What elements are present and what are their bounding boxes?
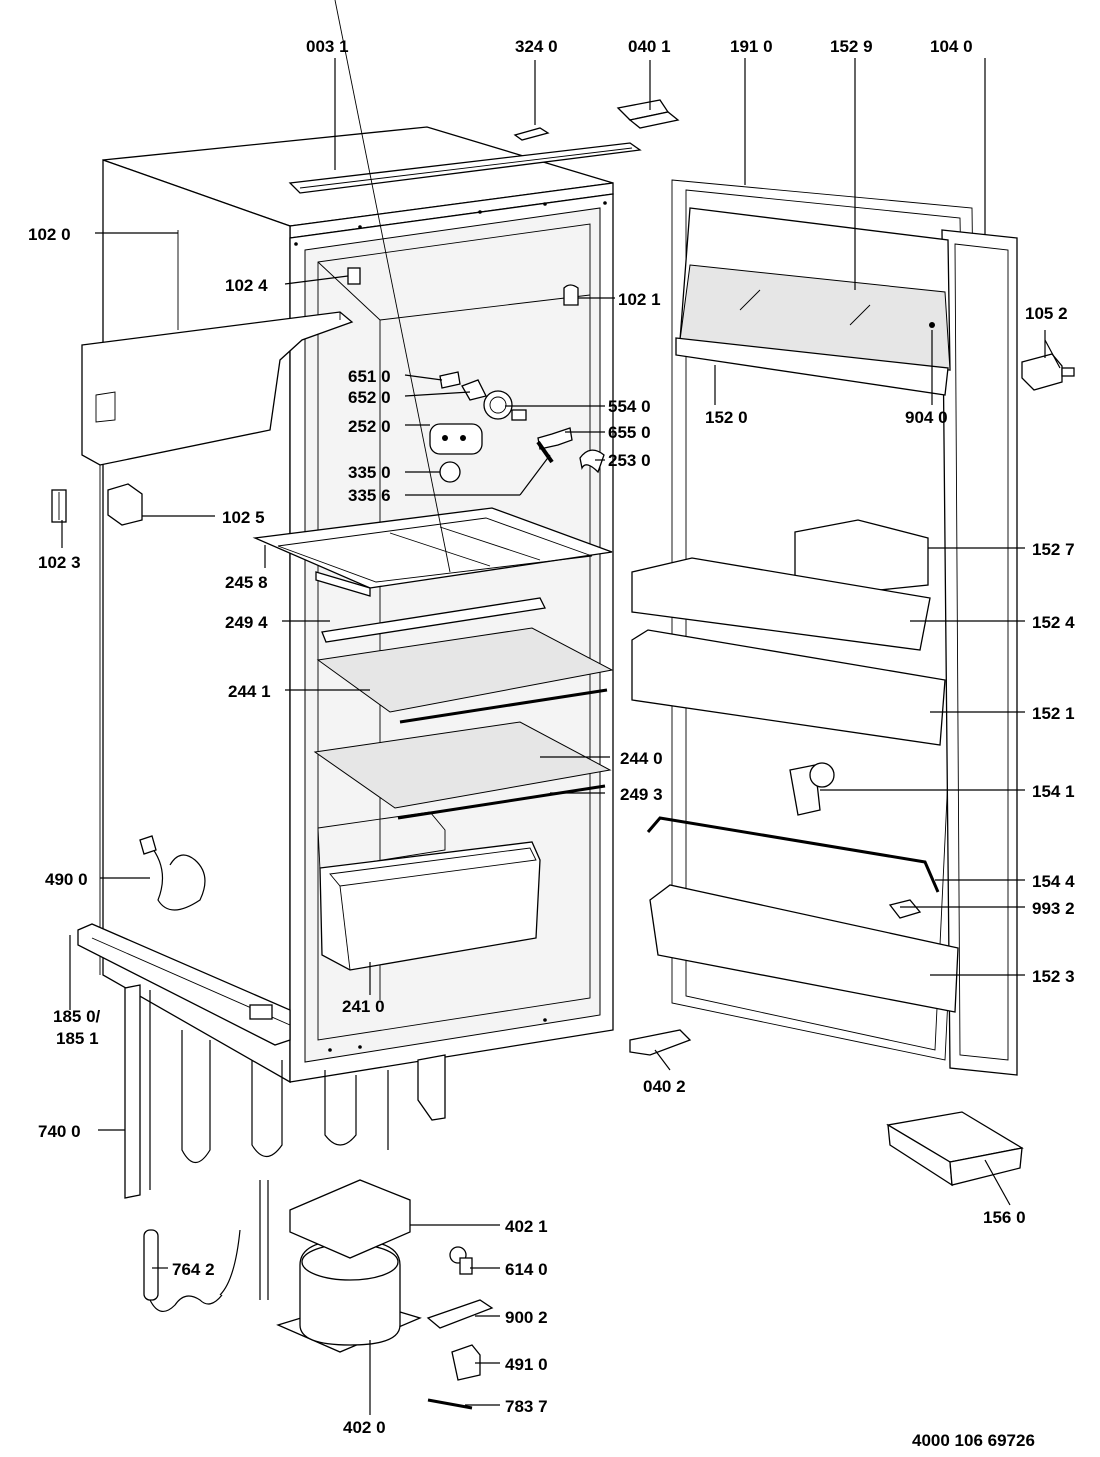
part-1544-wire-rail <box>646 816 940 893</box>
label-1529: 152 9 <box>830 37 873 56</box>
label-1521: 152 1 <box>1032 704 1075 723</box>
part-4900-power-cable <box>139 835 206 911</box>
part-1040-door <box>941 229 1018 1076</box>
label-1021: 102 1 <box>618 290 661 309</box>
label-2440: 244 0 <box>620 749 663 768</box>
part-1021 <box>563 284 579 306</box>
label-2441: 244 1 <box>228 682 271 701</box>
part-2493-edge <box>397 784 606 820</box>
part-1541-clip <box>789 762 835 816</box>
label-1023: 102 3 <box>38 553 81 572</box>
part-1024 <box>347 267 361 285</box>
part-3240-clip <box>513 127 550 141</box>
label-1527: 152 7 <box>1032 540 1075 559</box>
label-2493: 249 3 <box>620 785 663 804</box>
part-0031-top-rail <box>288 142 642 194</box>
label-0031: 003 1 <box>306 37 349 56</box>
label-3350: 335 0 <box>348 463 391 482</box>
part-1023-hinge <box>51 489 67 523</box>
part-1523-bin <box>649 884 959 1013</box>
label-6520: 652 0 <box>348 388 391 407</box>
label-9002: 900 2 <box>505 1308 548 1327</box>
part-1520-dairy-tray <box>675 337 949 396</box>
part-1052-hinge <box>1021 353 1075 391</box>
part-2410-crisper <box>319 841 541 971</box>
label-2410: 241 0 <box>342 997 385 1016</box>
label-6510: 651 0 <box>348 367 391 386</box>
part-7837-pin <box>427 1398 473 1410</box>
part-1020-cover-panel <box>81 311 354 466</box>
label-2520: 252 0 <box>348 417 391 436</box>
label-1052: 105 2 <box>1025 304 1068 323</box>
control-assembly <box>429 371 605 483</box>
part-1524-tray <box>631 557 931 651</box>
label-1025: 102 5 <box>222 508 265 527</box>
part-4021-bracket <box>289 1179 411 1259</box>
part-4020-compressor <box>259 1180 422 1353</box>
part-7642-drier <box>143 1229 241 1312</box>
label-4021: 402 1 <box>505 1217 548 1236</box>
part-1560-ice-tray <box>886 1111 1024 1187</box>
part-0401-bracket <box>616 99 680 129</box>
label-9932: 993 2 <box>1032 899 1075 918</box>
label-2458: 245 8 <box>225 573 268 592</box>
part-2458-shelf <box>252 0 613 597</box>
part-0402-bracket <box>629 1029 692 1056</box>
part-2440-glass-shelf <box>313 721 612 809</box>
part-1850-plinth <box>77 923 291 1046</box>
label-5540: 554 0 <box>608 397 651 416</box>
part-4910-cover <box>451 1344 481 1381</box>
document-number: 4000 106 69726 <box>912 1431 1035 1450</box>
label-9040: 904 0 <box>905 408 948 427</box>
label-1524: 152 4 <box>1032 613 1075 632</box>
label-4020: 402 0 <box>343 1418 386 1437</box>
label-1560: 156 0 <box>983 1208 1026 1227</box>
label-1024: 102 4 <box>225 276 268 295</box>
label-1910: 191 0 <box>730 37 773 56</box>
label-1523: 152 3 <box>1032 967 1075 986</box>
label-4910: 491 0 <box>505 1355 548 1374</box>
label-0402: 040 2 <box>643 1077 686 1096</box>
part-6140-relay <box>449 1246 473 1275</box>
label-2530: 253 0 <box>608 451 651 470</box>
leader-lines <box>61 58 1061 1415</box>
part-labels: 003 1 324 0 040 1 191 0 152 9 104 0 102 … <box>28 37 1075 1450</box>
part-9040-screw <box>929 322 935 328</box>
label-3240: 324 0 <box>515 37 558 56</box>
label-3356: 335 6 <box>348 486 391 505</box>
part-9932-sensor <box>888 899 922 919</box>
part-2441-edge <box>399 688 608 724</box>
label-6550: 655 0 <box>608 423 651 442</box>
part-9002-overload <box>426 1299 494 1329</box>
part-7400-condenser <box>124 984 446 1199</box>
part-1025-block <box>107 483 143 526</box>
label-6140: 614 0 <box>505 1260 548 1279</box>
part-2494-rail <box>321 597 546 643</box>
label-1040: 104 0 <box>930 37 973 56</box>
label-7400: 740 0 <box>38 1122 81 1141</box>
label-7642: 764 2 <box>172 1260 215 1279</box>
label-1544: 154 4 <box>1032 872 1075 891</box>
label-1520: 152 0 <box>705 408 748 427</box>
label-1020: 102 0 <box>28 225 71 244</box>
label-1851: 185 1 <box>56 1029 99 1048</box>
label-7837: 783 7 <box>505 1397 548 1416</box>
label-0401: 040 1 <box>628 37 671 56</box>
part-1529-dairy-lid <box>679 207 951 371</box>
label-1541: 154 1 <box>1032 782 1075 801</box>
label-4900: 490 0 <box>45 870 88 889</box>
label-1850: 185 0/ <box>53 1007 101 1026</box>
part-2441-glass-shelf <box>316 627 614 713</box>
label-2494: 249 4 <box>225 613 268 632</box>
